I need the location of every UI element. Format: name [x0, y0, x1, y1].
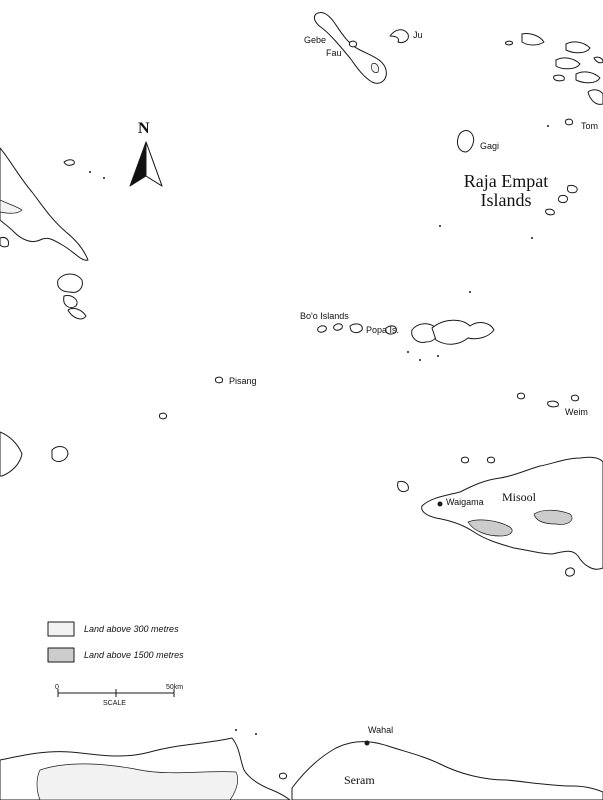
- seram-coast-east: [291, 741, 603, 800]
- boo-islet-2: [333, 323, 343, 331]
- islets-top-right-1: [505, 40, 513, 46]
- legend-swatch-300: [47, 621, 75, 637]
- halmahera-coast: [0, 147, 89, 261]
- islet-dot-4: [439, 225, 441, 227]
- region-label-line-2: Islands: [480, 190, 532, 210]
- settlement-dot-waigama: [437, 501, 443, 507]
- gebe-highland: [371, 63, 379, 73]
- islet-left-5: [63, 159, 75, 166]
- scale-title: SCALE: [103, 700, 126, 707]
- legend-label-300: Land above 300 metres: [84, 624, 179, 634]
- islet-dot-2: [103, 177, 105, 179]
- scale-bar-line: [57, 689, 175, 697]
- misool-island: [421, 456, 603, 570]
- islet-left-4: [67, 307, 87, 320]
- islet-dot-7: [419, 359, 421, 361]
- boo-islet-1: [317, 325, 327, 333]
- islets-top-right-5: [575, 71, 601, 84]
- west-coast-fragment: [0, 431, 23, 477]
- islet-dot-6: [407, 351, 409, 353]
- region-label-line-1: Raja Empat: [463, 171, 549, 191]
- islets-top-right-4: [555, 57, 581, 70]
- islets-top-right-2: [521, 33, 545, 46]
- label-gagi: Gagi: [480, 141, 500, 151]
- islet-misool-north-4: [547, 400, 559, 408]
- islets-top-right-7: [553, 74, 565, 82]
- popa-group-island-2: [431, 319, 495, 345]
- region-label-raja-empat: Raja Empat Islands: [446, 172, 566, 210]
- islet-dot-10: [235, 729, 237, 731]
- seram-offshore-islet: [279, 772, 287, 780]
- label-seram: Seram: [344, 773, 375, 787]
- islet-left-1: [0, 237, 9, 248]
- label-weim: Weim: [565, 407, 588, 417]
- tom-islet: [565, 118, 573, 126]
- legend-label-1500: Land above 1500 metres: [84, 650, 184, 660]
- islet-dot-5: [469, 291, 471, 293]
- islet-dot-8: [437, 355, 439, 357]
- islets-top-right-8: [593, 56, 603, 64]
- fau-islet: [349, 40, 357, 48]
- islet-misool-north-1: [461, 456, 469, 464]
- islet-dot-1: [89, 171, 91, 173]
- settlement-dot-wahal: [364, 740, 370, 746]
- north-arrow-letter: N: [138, 120, 150, 137]
- label-gebe: Gebe: [304, 35, 327, 45]
- label-ju: Ju: [413, 30, 423, 40]
- islet-misool-north-3: [397, 481, 409, 493]
- islet-left-3: [63, 295, 78, 309]
- islet-misool-north-2: [487, 456, 495, 464]
- misool-south-islet: [565, 567, 575, 577]
- islets-top-right-6: [587, 89, 603, 105]
- islet-dot-11: [255, 733, 257, 735]
- label-waigama: Waigama: [446, 497, 484, 507]
- misool-highland-east: [533, 509, 573, 525]
- popa-group-island-3: [385, 325, 397, 335]
- islet-west: [51, 446, 69, 462]
- islet-central: [159, 412, 167, 420]
- popa-islet: [349, 323, 363, 334]
- islet-left-2: [57, 273, 83, 293]
- label-bo-o-islands: Bo'o Islands: [300, 311, 349, 321]
- label-fau: Fau: [326, 48, 342, 58]
- islet-misool-north-6: [571, 394, 579, 402]
- legend-swatch-1500: [47, 647, 75, 663]
- misool-highland-west: [467, 519, 513, 537]
- label-popa-is: Popa Is.: [366, 325, 400, 335]
- pisang-islet: [215, 376, 223, 384]
- islet-dot-9: [531, 237, 533, 239]
- north-arrow-right-half: [145, 141, 163, 187]
- scale-start-label: 0: [55, 684, 59, 691]
- label-tom: Tom: [581, 121, 599, 131]
- islet-misool-north-5: [517, 392, 525, 400]
- islet-east-2: [557, 195, 569, 203]
- islet-east-1: [567, 185, 578, 194]
- seram-highland-west: [36, 763, 238, 800]
- scale-end-label: 50km: [166, 684, 184, 691]
- gebe-island: [313, 11, 387, 84]
- label-misool: Misool: [502, 490, 537, 504]
- halmahera-highland: [0, 199, 23, 214]
- label-pisang: Pisang: [229, 376, 257, 386]
- label-wahal: Wahal: [368, 725, 394, 735]
- islet-dot-3: [547, 125, 549, 127]
- ju-island: [389, 29, 409, 43]
- islets-top-right-3: [565, 41, 591, 54]
- gagi-island: [457, 130, 475, 153]
- islet-east-3: [545, 208, 555, 216]
